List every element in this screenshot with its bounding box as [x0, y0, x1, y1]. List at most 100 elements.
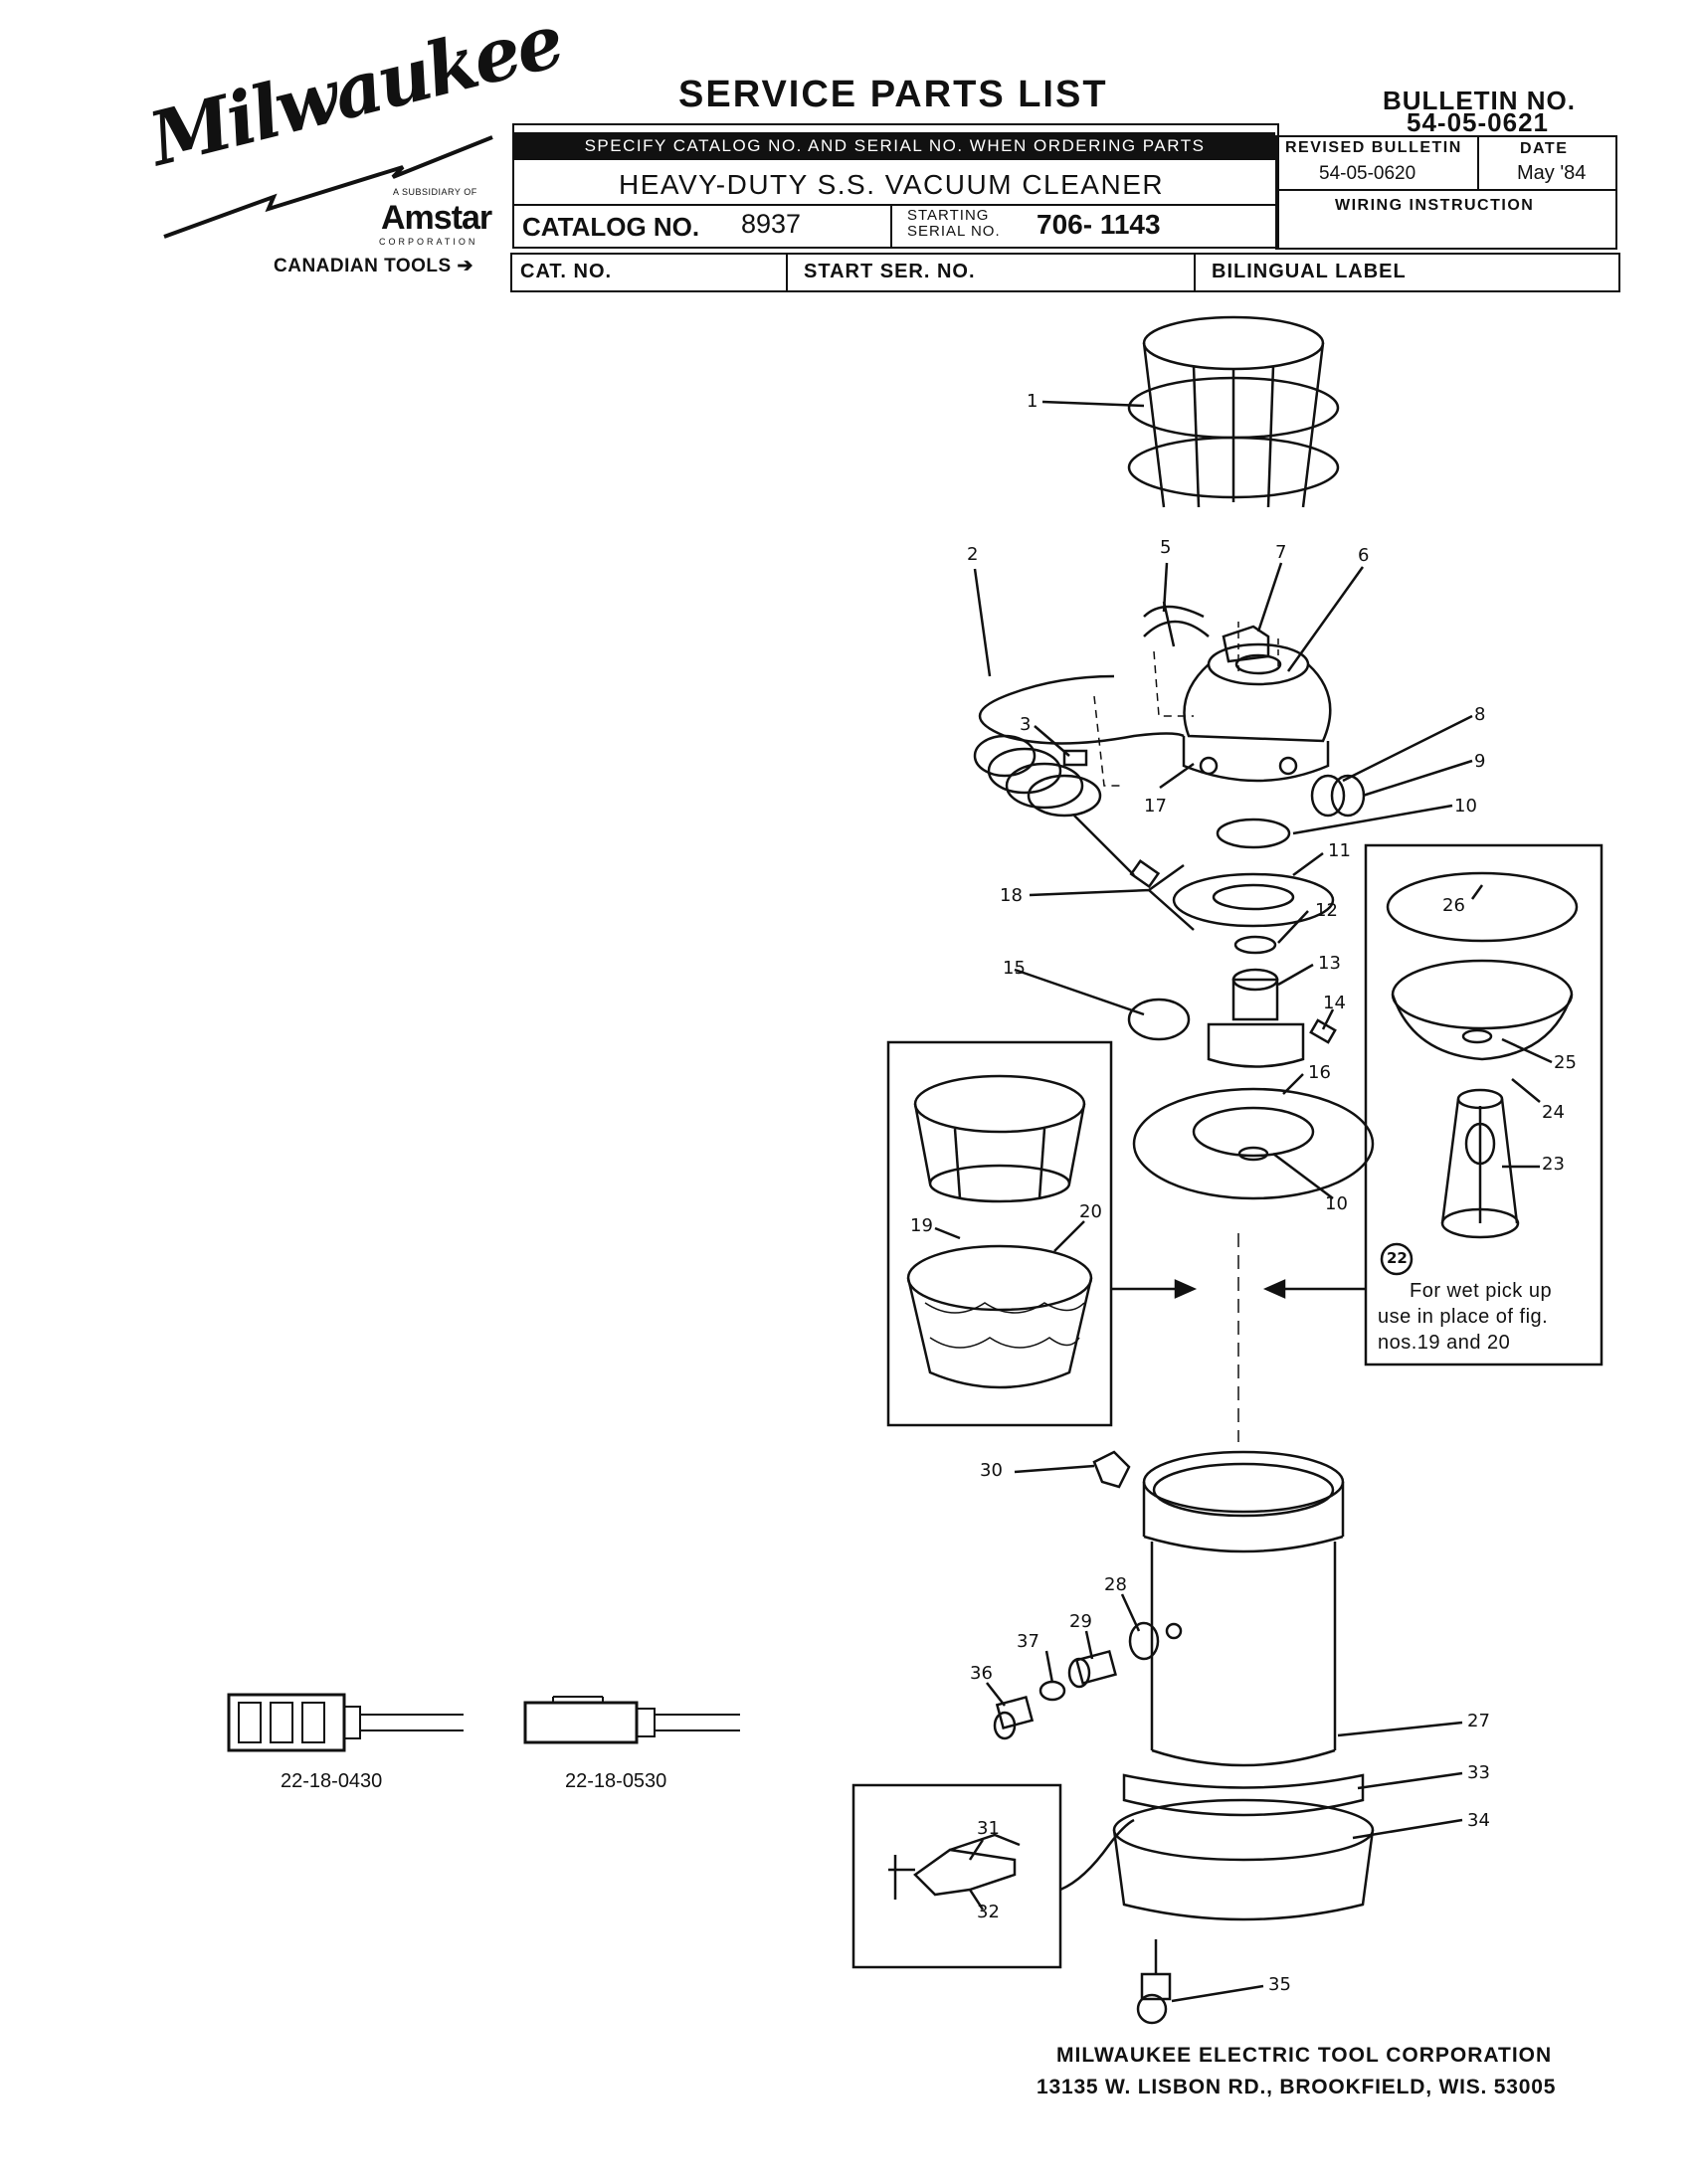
- callout-19: 19: [910, 1215, 933, 1236]
- lightning-bolt-icon: [163, 135, 493, 239]
- wet-pickup-inset-box: [1364, 843, 1604, 1366]
- callout-7: 7: [1275, 542, 1287, 563]
- callout-18: 18: [1000, 885, 1023, 906]
- bulletin-label: BULLETIN NO.: [1383, 86, 1576, 115]
- callout-6: 6: [1358, 545, 1370, 566]
- callout-5: 5: [1160, 537, 1172, 558]
- part-28-gasket: [1128, 1621, 1160, 1661]
- canadian-tools-label: CANADIAN TOOLS ➔: [274, 256, 473, 276]
- part-37-washer: [1038, 1680, 1066, 1702]
- part-25-float-plate: [1391, 959, 1574, 1061]
- callout-31: 31: [977, 1818, 1000, 1839]
- part-26-gasket: [1386, 871, 1579, 943]
- callout-23: 23: [1542, 1154, 1565, 1175]
- amstar-logo: Amstar: [381, 199, 492, 237]
- callout-2: 2: [967, 544, 979, 565]
- part-34-dolly: [1112, 1798, 1375, 1921]
- revised-bulletin-number: 54-05-0620: [1319, 163, 1416, 184]
- part-6-motor-cover: [1182, 642, 1332, 783]
- part-2-power-cord: [973, 674, 1185, 889]
- specify-note: SPECIFY CATALOG NO. AND SERIAL NO. WHEN …: [514, 132, 1275, 160]
- part-14-brush: [1309, 1018, 1337, 1044]
- callout-28: 28: [1104, 1574, 1127, 1595]
- part-36-nut: [993, 1695, 1035, 1740]
- bulletin-number: 54-05-0621: [1407, 107, 1549, 137]
- callout-35: 35: [1268, 1974, 1291, 1995]
- part-31-32-latch: [888, 1833, 1021, 1900]
- callout-16: 16: [1308, 1062, 1331, 1083]
- callout-20: 20: [1079, 1201, 1102, 1222]
- part-19-filter-cage: [913, 1074, 1086, 1203]
- connector-22-18-0430-drawing: [227, 1693, 464, 1752]
- callout-17: 17: [1144, 796, 1167, 817]
- catalog-label: CATALOG NO.: [522, 212, 700, 242]
- footer-address: 13135 W. LISBON RD., BROOKFIELD, WIS. 53…: [1037, 2076, 1557, 2098]
- callout-34: 34: [1467, 1810, 1490, 1831]
- part-12-ring: [1233, 935, 1277, 955]
- date-label: DATE: [1520, 140, 1569, 157]
- callout-30: 30: [980, 1460, 1003, 1481]
- subsidiary-text: A SUBSIDIARY OF: [393, 187, 477, 197]
- callout-22: 22: [1387, 1249, 1408, 1267]
- revised-bulletin-label: REVISED BULLETIN: [1285, 139, 1462, 156]
- part-13-motor: [1207, 968, 1305, 1068]
- part-27-tank: [1142, 1450, 1345, 1767]
- callout-14: 14: [1323, 993, 1346, 1013]
- part-11-mounting-plate: [1172, 872, 1335, 928]
- callout-25: 25: [1554, 1052, 1577, 1073]
- latch-inset-box: [851, 1783, 1062, 1969]
- arrow-right-icon: ➔: [457, 256, 473, 276]
- connector-part-number: 22-18-0530: [565, 1770, 667, 1792]
- part-29-inlet: [1067, 1649, 1117, 1689]
- catalog-number: 8937: [741, 209, 802, 239]
- part-15-gasket: [1127, 998, 1191, 1041]
- product-name: HEAVY-DUTY S.S. VACUUM CLEANER: [619, 169, 1165, 200]
- part-23-float-cage: [1440, 1088, 1520, 1239]
- connector-22-18-0530-drawing: [523, 1696, 740, 1744]
- callout-3: 3: [1020, 714, 1032, 735]
- part-9-hose-fitting: [1310, 774, 1366, 818]
- callout-8: 8: [1474, 704, 1486, 725]
- callout-11: 11: [1328, 840, 1351, 861]
- page-title: SERVICE PARTS LIST: [678, 74, 1108, 115]
- callout-33: 33: [1467, 1762, 1490, 1783]
- milwaukee-logo: Milwaukee A SUBSIDIARY OF Amstar CORPORA…: [141, 0, 569, 257]
- callout-10: 10: [1454, 796, 1477, 817]
- wet-pickup-note: For wet pick up use in place of fig. nos…: [1378, 1280, 1553, 1354]
- callout-15: 15: [1003, 958, 1026, 979]
- part-35-caster: [1136, 1939, 1172, 2025]
- part-20-cloth-filter: [906, 1244, 1093, 1389]
- part-16-lid: [1132, 1087, 1375, 1200]
- part-1-wire-cage: [1127, 315, 1340, 508]
- footer-company: MILWAUKEE ELECTRIC TOOL CORPORATION: [1056, 2044, 1553, 2067]
- callout-12: 12: [1315, 900, 1338, 921]
- cat-no-label: CAT. NO.: [520, 261, 613, 282]
- callout-29: 29: [1069, 1611, 1092, 1632]
- part-30-clamp: [1092, 1450, 1131, 1489]
- part-7-terminal: [1222, 625, 1270, 663]
- canadian-tools-row: [510, 253, 1620, 292]
- callout-27: 27: [1467, 1711, 1490, 1731]
- part-5-leads: [1143, 601, 1210, 647]
- callout-26: 26: [1442, 895, 1465, 916]
- callout-32: 32: [977, 1902, 1000, 1922]
- callout-13: 13: [1318, 953, 1341, 974]
- callout-24: 24: [1542, 1102, 1565, 1123]
- part-3-switch: [1062, 749, 1088, 767]
- dry-filter-inset-box: [886, 1040, 1113, 1427]
- callout-37: 37: [1017, 1631, 1039, 1652]
- starting-serial-label: STARTING SERIAL NO.: [907, 207, 1001, 240]
- starting-serial-number: 706- 1143: [1037, 209, 1161, 240]
- amstar-corporation: CORPORATION: [379, 237, 478, 247]
- revision-box: [1275, 135, 1617, 250]
- callout-36: 36: [970, 1663, 993, 1684]
- callout-1: 1: [1027, 391, 1038, 412]
- connector-part-number: 22-18-0430: [281, 1770, 383, 1792]
- start-ser-no-label: START SER. NO.: [804, 261, 976, 282]
- part-10-filter-screen: [1216, 818, 1291, 849]
- part-33-band: [1122, 1773, 1365, 1817]
- wiring-instruction: WIRING INSTRUCTION: [1335, 197, 1535, 214]
- callout-9: 9: [1474, 751, 1486, 772]
- header-table: [512, 123, 1279, 249]
